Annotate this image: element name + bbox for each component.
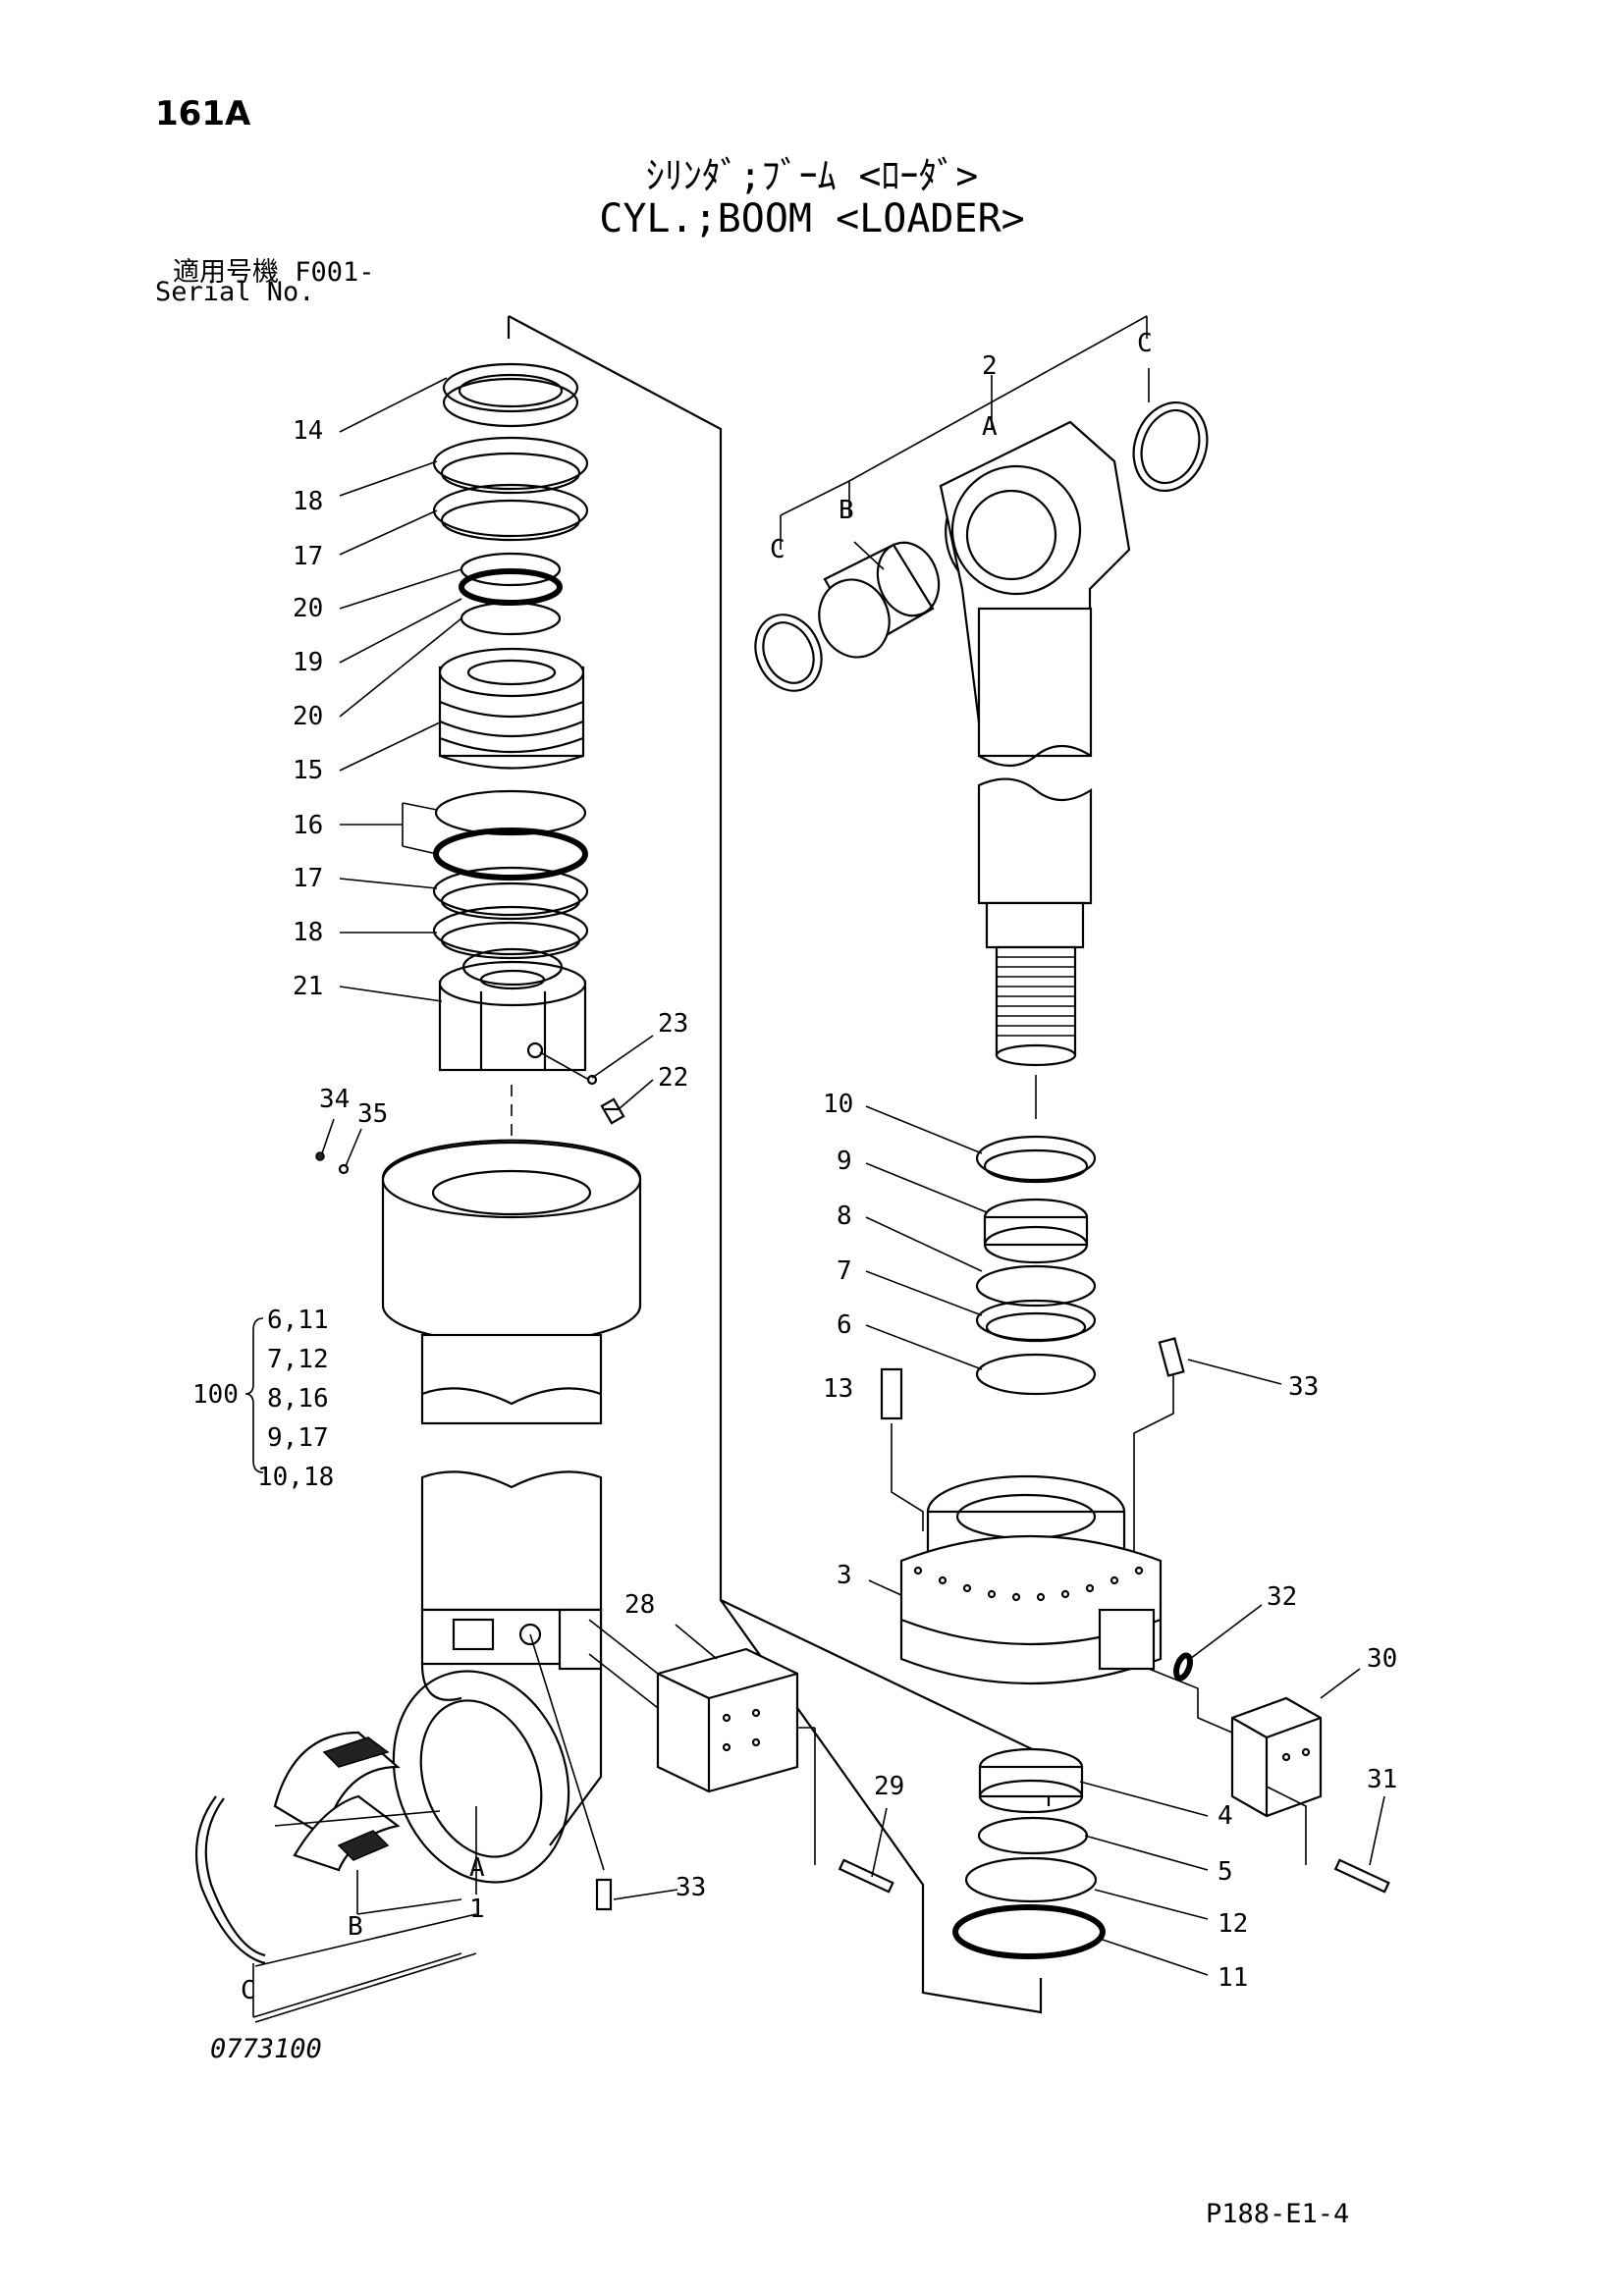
callout-C: C [1137,329,1153,358]
callout-5: 5 [1218,1857,1233,1887]
part-20-19-seals [459,552,563,636]
callout-2: 2 [982,351,998,381]
part-5-12-11-rings [952,1816,1106,1959]
callout-33: 33 [676,1873,707,1902]
kit-row: 6,11 [267,1306,329,1335]
piston-rod [977,777,1093,1067]
callout-A: A [469,1853,485,1883]
callout-18: 18 [293,918,324,947]
leader-nut-pin [539,1051,590,1081]
kit-row: 10,18 [257,1463,335,1492]
callout-11: 11 [1218,1963,1249,1993]
part-33-fitting-right [1158,1337,1185,1377]
callout-23: 23 [658,1009,689,1039]
part-13-bolt [880,1367,903,1472]
kit-group-id: 100 [192,1380,239,1410]
serial-label-japanese: 適用号機 F001- [173,257,375,288]
part-15-piston [438,647,585,770]
callout-B: B [348,1912,363,1942]
part-31-bolt [1333,1858,1390,1894]
part-33-fitting-left [595,1878,613,1911]
callout-33: 33 [1288,1372,1320,1402]
part-4-sleeve [978,1747,1084,1814]
callout-30: 30 [1367,1644,1398,1674]
serial-label-english: Serial No. [155,277,315,307]
callout-12: 12 [1218,1909,1249,1939]
callout-1: 1 [469,1895,485,1924]
callout-34: 34 [319,1085,351,1114]
part-18-17-rings [432,436,589,542]
callout-leaders-right [780,315,1385,1976]
part-C-snapring-left [194,1795,266,1965]
callout-32: 32 [1267,1582,1298,1612]
part-34-35-plug [315,1151,350,1175]
part-3-gland [899,1474,1163,1685]
callout-8: 8 [837,1201,852,1231]
part-C-seal-right-left [754,614,823,692]
callout-29: 29 [874,1772,905,1801]
part-2-rod-eye [939,420,1131,767]
callout-A: A [982,412,998,442]
cylinder-head [381,1139,642,1425]
callout-4: 4 [1218,1801,1233,1831]
callout-22: 22 [658,1063,689,1093]
callout-20: 20 [293,702,324,731]
callout-18: 18 [293,487,324,516]
callout-6: 6 [837,1310,852,1340]
gland-bolt-holes [913,1566,1144,1602]
callout-13: 13 [823,1374,854,1404]
callout-28: 28 [624,1590,656,1620]
callout-31: 31 [1367,1765,1398,1794]
callout-20: 20 [293,594,324,623]
page-code: 161A [155,94,251,133]
assembly-boundary-line-2 [720,1599,1043,2014]
callout-B: B [839,496,854,525]
callout-7: 7 [837,1256,852,1286]
kit-row: 9,17 [267,1423,329,1453]
part-32-oring-small [1173,1652,1193,1682]
callout-9: 9 [837,1147,852,1176]
callout-15: 15 [293,756,324,785]
kit-row: 8,16 [267,1384,329,1414]
part-17-18-rings-lower [432,866,589,960]
part-23-ball [586,1074,598,1086]
kit-brace [244,1317,264,1473]
page-reference: P188-E1-4 [1206,2199,1350,2229]
title-english: CYL.;BOOM <LOADER> [599,196,1025,241]
callout-16: 16 [293,811,324,840]
callout-14: 14 [293,416,324,446]
callout-21: 21 [293,972,324,1001]
callout-10: 10 [823,1090,854,1119]
part-16-seals [433,789,588,881]
part-30-block [1230,1696,1323,1818]
callout-17: 17 [293,864,324,893]
callout-leaders [252,377,888,2023]
callout-35: 35 [357,1099,389,1129]
callout-C: C [770,535,785,564]
callout-19: 19 [293,648,324,677]
part-B-bushing-left [273,1731,401,1872]
part-B-bushing-right [818,541,941,659]
kit-row: 7,12 [267,1345,329,1374]
part-28-valve-block [656,1647,799,1793]
part-C-seal-right-top [1132,400,1209,493]
part-14-ring [442,362,579,428]
drawing-number: 0773100 [210,2034,322,2064]
part-22-setscrew [600,1097,625,1125]
cylinder-tube [392,1470,603,1884]
callout-C: C [241,1976,256,2005]
part-29-bolt [838,1858,894,1894]
rod-seal-stack [975,1135,1097,1396]
title-japanese: ｼﾘﾝﾀﾞ;ﾌﾞｰﾑ <ﾛｰﾀﾞ> [645,154,979,197]
callout-17: 17 [293,542,324,571]
callout-3: 3 [837,1561,852,1590]
part-21-nut [438,947,587,1072]
